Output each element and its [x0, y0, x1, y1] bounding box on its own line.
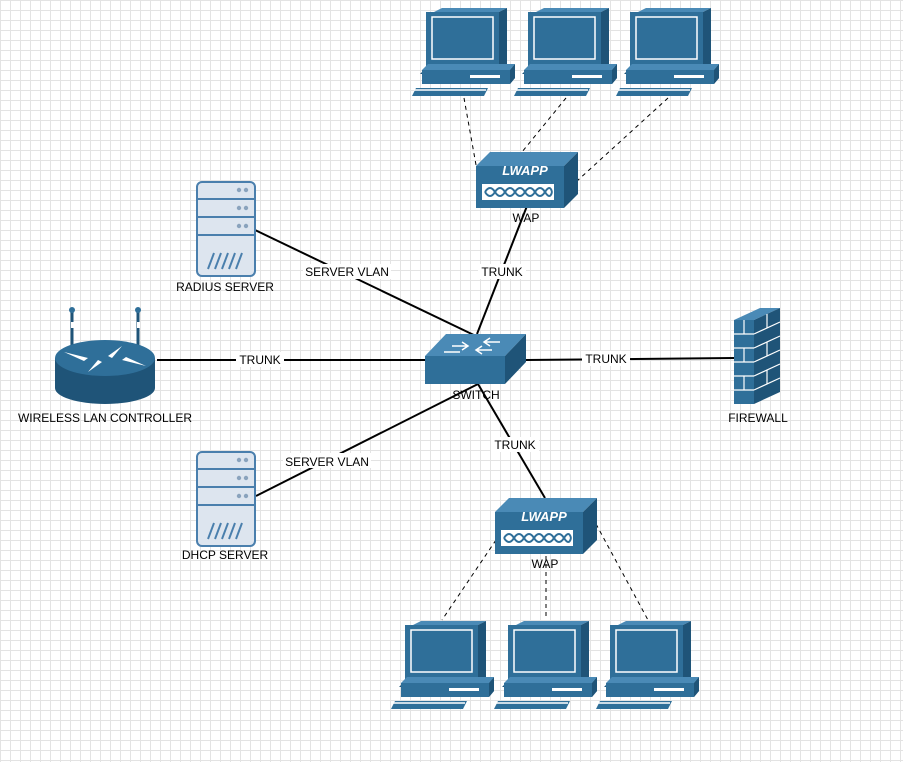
- radius-server[interactable]: RADIUS SERVER: [176, 181, 274, 294]
- link-radius-switch: [254, 229, 479, 338]
- access-point-icon: [475, 151, 579, 209]
- firewall[interactable]: FIREWALL: [728, 308, 788, 425]
- dhcp-server[interactable]: DHCP SERVER: [182, 451, 269, 562]
- wifi-link-bottom-3: [595, 523, 649, 621]
- access-point-icon: [494, 497, 598, 555]
- router-icon: [55, 307, 155, 404]
- workstation-icon[interactable]: [513, 7, 618, 97]
- wap-top-label: WAP: [513, 211, 540, 225]
- wireless-lan-controller-label: WIRELESS LAN CONTROLLER: [18, 411, 192, 425]
- switch-label: SWITCH: [452, 388, 499, 402]
- wap-bottom-badge: LWAPP: [521, 509, 567, 524]
- workstation-icon[interactable]: [595, 620, 700, 710]
- link-label-switch-wap-top: TRUNK: [481, 265, 522, 279]
- dhcp-server-label: DHCP SERVER: [182, 548, 269, 562]
- link-labels: TRUNK SERVER VLAN SERVER VLAN TRUNK TRUN…: [236, 264, 630, 469]
- link-label-wlc-switch: TRUNK: [239, 353, 280, 367]
- link-dhcp-switch: [255, 383, 479, 497]
- link-label-switch-wap-bottom: TRUNK: [494, 438, 535, 452]
- workstation-icon[interactable]: [493, 620, 598, 710]
- wifi-link-top-1: [463, 97, 479, 177]
- workstation-icon[interactable]: [390, 620, 495, 710]
- firewall-icon: [734, 308, 781, 404]
- switch-icon: [425, 334, 526, 384]
- firewall-label: FIREWALL: [728, 411, 788, 425]
- wifi-link-top-2: [521, 97, 567, 153]
- wap-bottom-label: WAP: [532, 557, 559, 571]
- wireless-links: [441, 97, 669, 621]
- wifi-link-top-3: [576, 97, 669, 182]
- workstations-top: [411, 7, 720, 97]
- workstation-icon[interactable]: [411, 7, 516, 97]
- server-icon: [196, 451, 256, 547]
- link-label-switch-firewall: TRUNK: [585, 352, 626, 366]
- wap-bottom[interactable]: LWAPP WAP: [494, 497, 598, 571]
- switch[interactable]: SWITCH: [425, 334, 526, 402]
- radius-server-label: RADIUS SERVER: [176, 280, 274, 294]
- link-label-dhcp-switch: SERVER VLAN: [285, 455, 369, 469]
- server-icon: [196, 181, 256, 277]
- wireless-lan-controller[interactable]: WIRELESS LAN CONTROLLER: [18, 307, 192, 425]
- link-label-radius-switch: SERVER VLAN: [305, 265, 389, 279]
- wap-top-badge: LWAPP: [502, 163, 548, 178]
- workstations-bottom: [390, 620, 700, 710]
- wifi-link-bottom-1: [441, 539, 497, 621]
- wap-top[interactable]: LWAPP WAP: [475, 151, 579, 225]
- workstation-icon[interactable]: [615, 7, 720, 97]
